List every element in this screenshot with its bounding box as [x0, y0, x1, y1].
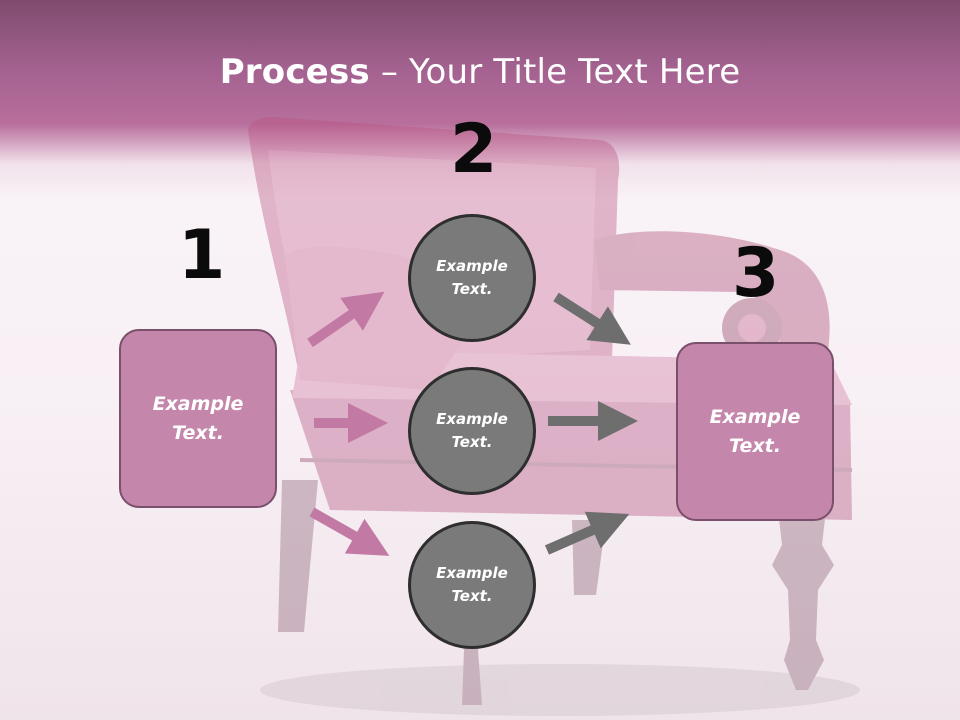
title-rest: – Your Title Text Here	[369, 52, 741, 92]
title-bold: Process	[219, 52, 370, 92]
arrow-circle1-to-box3	[553, 292, 631, 345]
step-box-1-text: Example Text.	[152, 392, 244, 444]
arrow-box1-to-circle1	[307, 291, 385, 348]
circle-3-text: Example Text.	[436, 564, 508, 605]
step-number-3: 3	[732, 234, 780, 313]
circle-2: Example Text.	[408, 367, 536, 495]
arrow-circle3-to-box3	[544, 511, 630, 555]
step-number-2: 2	[450, 110, 498, 189]
step-box-1: Example Text.	[119, 329, 277, 508]
step-number-1: 1	[178, 216, 226, 295]
slide-title: Process – Your Title Text Here	[0, 52, 960, 92]
circle-2-text: Example Text.	[436, 410, 508, 451]
circle-1: Example Text.	[408, 214, 536, 342]
circle-3: Example Text.	[408, 521, 536, 649]
step-box-3-text: Example Text.	[709, 405, 801, 457]
step-box-3: Example Text.	[676, 342, 834, 521]
circle-1-text: Example Text.	[436, 257, 508, 298]
arrow-box1-to-circle3	[309, 507, 390, 556]
title-band	[0, 0, 960, 200]
